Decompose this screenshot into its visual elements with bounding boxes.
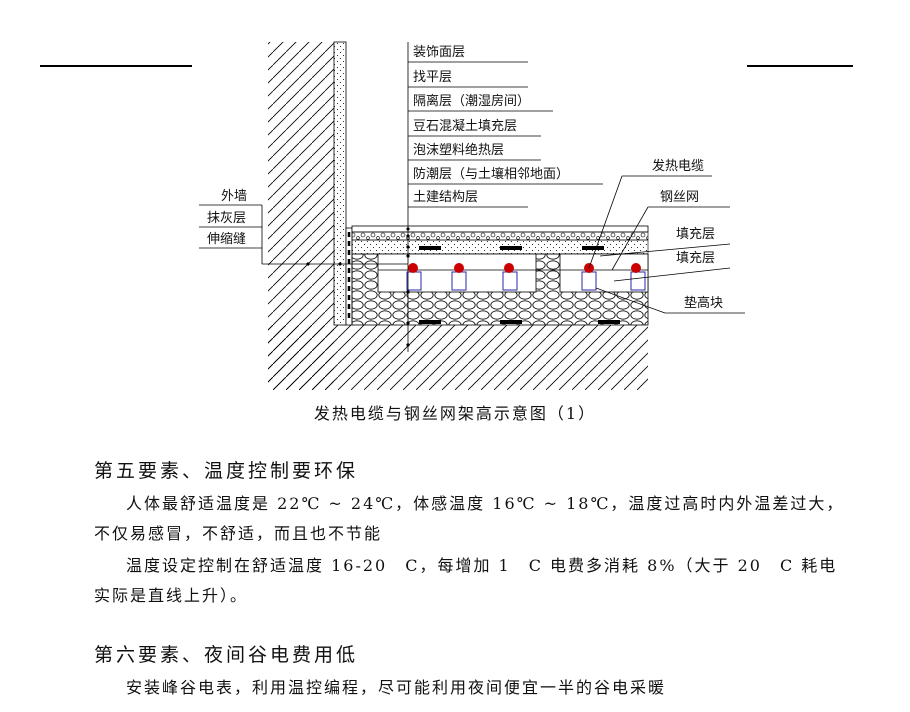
label-leveling-layer: 找平层 bbox=[413, 70, 452, 85]
section5-p2-line2: 实际是直线上升）。 bbox=[94, 586, 249, 605]
layer-labels: 装饰面层 找平层 隔离层（潮湿房间） 豆石混凝土填充层 泡沫塑料绝热层 防潮层（… bbox=[413, 45, 569, 205]
section5-p1-line1: 人体最舒适温度是 22℃ ~ 24℃，体感温度 16℃ ~ 18℃，温度过高时内… bbox=[126, 494, 845, 513]
label-outer-wall: 外墙 bbox=[221, 189, 247, 204]
label-plaster: 抹灰层 bbox=[207, 211, 246, 226]
label-moisture-layer: 防潮层（与土壤相邻地面） bbox=[413, 166, 569, 182]
label-isolation-layer: 隔离层（潮湿房间） bbox=[413, 93, 530, 109]
header-rule-right bbox=[747, 65, 853, 67]
floor-heating-section-diagram: 装饰面层 找平层 隔离层（潮湿房间） 豆石混凝土填充层 泡沫塑料绝热层 防潮层（… bbox=[199, 41, 745, 390]
section5-heading: 第五要素、温度控制要环保 bbox=[94, 460, 359, 482]
label-fill-layer-1: 填充层 bbox=[676, 226, 715, 242]
label-pebble-concrete: 豆石混凝土填充层 bbox=[413, 118, 517, 134]
header-rule-left bbox=[40, 65, 192, 67]
leveling-layer bbox=[351, 231, 649, 241]
diagram-caption: 发热电缆与钢丝网架高示意图（1） bbox=[313, 404, 597, 423]
structural-slab bbox=[268, 325, 648, 390]
bottom-black-bars bbox=[419, 320, 620, 324]
section5-p2-line1: 温度设定控制在舒适温度 16-20 C，每增加 1 C 电费多消耗 8%（大于 … bbox=[126, 556, 838, 575]
label-heating-cable: 发热电缆 bbox=[652, 158, 704, 174]
top-black-bars bbox=[419, 246, 604, 250]
label-finish-layer: 装饰面层 bbox=[413, 45, 465, 60]
label-foam-insulation: 泡沫塑料绝热层 bbox=[413, 142, 504, 158]
label-structural-layer: 土建结构层 bbox=[413, 190, 478, 205]
label-support-block: 垫高块 bbox=[684, 295, 723, 311]
left-labels: 外墙 抹灰层 伸缩缝 bbox=[207, 189, 247, 247]
section5-p1-line2: 不仅易感冒，不舒适，而且也不节能 bbox=[94, 524, 383, 543]
label-fill-layer-2: 填充层 bbox=[676, 250, 715, 266]
section6-heading: 第六要素、夜间谷电费用低 bbox=[94, 644, 359, 666]
label-expansion-joint: 伸缩缝 bbox=[207, 231, 246, 247]
label-steel-mesh: 钢丝网 bbox=[660, 190, 699, 205]
right-labels: 发热电缆 钢丝网 填充层 填充层 垫高块 bbox=[652, 158, 723, 311]
plaster-layer bbox=[333, 41, 347, 326]
section6-p1-line1: 安装峰谷电表，利用温控编程，尽可能利用夜间便宜一半的谷电采暖 bbox=[126, 678, 667, 697]
